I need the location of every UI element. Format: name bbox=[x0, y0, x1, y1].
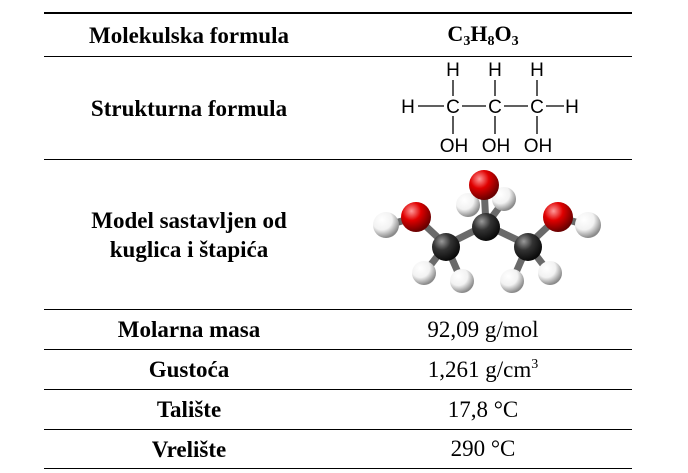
struct-h-top-1: H bbox=[446, 60, 460, 81]
value-ball-stick-model bbox=[334, 165, 632, 305]
row-molecular-formula: Molekulska formula C3H8O3 bbox=[44, 12, 632, 56]
hydrogen-atom bbox=[456, 192, 480, 217]
row-ball-stick-model: Model sastavljen od kuglica i štapića bbox=[44, 159, 632, 309]
hydrogen-atom bbox=[538, 260, 562, 285]
ball-and-stick-model bbox=[373, 169, 601, 293]
value-molecular-formula: C3H8O3 bbox=[447, 20, 519, 49]
struct-h-right: H bbox=[565, 97, 578, 118]
hydrogen-atom bbox=[412, 260, 436, 285]
label-melting-point: Talište bbox=[156, 397, 222, 422]
row-molar-mass: Molarna masa 92,09 g/mol bbox=[44, 309, 632, 349]
value-density: 1,261 g/cm3 bbox=[427, 356, 539, 382]
row-structural-formula: Strukturna formula H H H H bbox=[44, 56, 632, 159]
struct-c-2: C bbox=[488, 97, 502, 118]
struct-oh-1: OH bbox=[440, 136, 469, 157]
label-molecular-formula: Molekulska formula bbox=[89, 22, 289, 48]
row-density: Gustoća 1,261 g/cm3 bbox=[44, 349, 632, 389]
struct-h-top-3: H bbox=[530, 60, 544, 81]
oxygen-atom bbox=[401, 201, 431, 232]
hydrogen-atom bbox=[450, 268, 474, 293]
hydrogen-atom bbox=[575, 211, 601, 238]
row-boiling-point: Vrelište 290 °C bbox=[44, 429, 632, 469]
row-melting-point: Talište 17,8 °C bbox=[44, 389, 632, 429]
struct-c-3: C bbox=[530, 97, 544, 118]
struct-oh-3: OH bbox=[524, 136, 553, 157]
hydrogen-atom bbox=[373, 211, 399, 238]
label-density: Gustoća bbox=[148, 357, 230, 382]
struct-h-left: H bbox=[401, 97, 415, 118]
struct-h-top-2: H bbox=[488, 60, 502, 81]
struct-c-1: C bbox=[446, 97, 460, 118]
oxygen-atom bbox=[469, 169, 499, 200]
glycerol-properties-table: Molekulska formula C3H8O3 Strukturna for… bbox=[44, 12, 632, 469]
label-boiling-point: Vrelište bbox=[151, 436, 227, 462]
oxygen-atom bbox=[543, 201, 573, 232]
label-molar-mass: Molarna masa bbox=[117, 317, 261, 342]
carbon-atom bbox=[472, 212, 500, 241]
carbon-atom bbox=[432, 232, 460, 261]
struct-oh-2: OH bbox=[482, 136, 511, 157]
structural-formula-diagram: H H H H C C C H OH OH OH bbox=[401, 60, 578, 157]
value-melting-point: 17,8 °C bbox=[447, 396, 519, 422]
label-structural-formula: Strukturna formula bbox=[90, 95, 288, 121]
value-boiling-point: 290 °C bbox=[450, 436, 516, 461]
hydrogen-atom bbox=[500, 268, 524, 293]
hydrogen-atom bbox=[492, 186, 516, 211]
value-molar-mass: 92,09 g/mol bbox=[427, 316, 539, 342]
carbon-atom bbox=[514, 232, 542, 261]
label-ball-stick-model: Model sastavljen od kuglica i štapića bbox=[91, 207, 287, 262]
value-structural-formula: H H H H C C C H OH OH OH bbox=[334, 58, 632, 158]
